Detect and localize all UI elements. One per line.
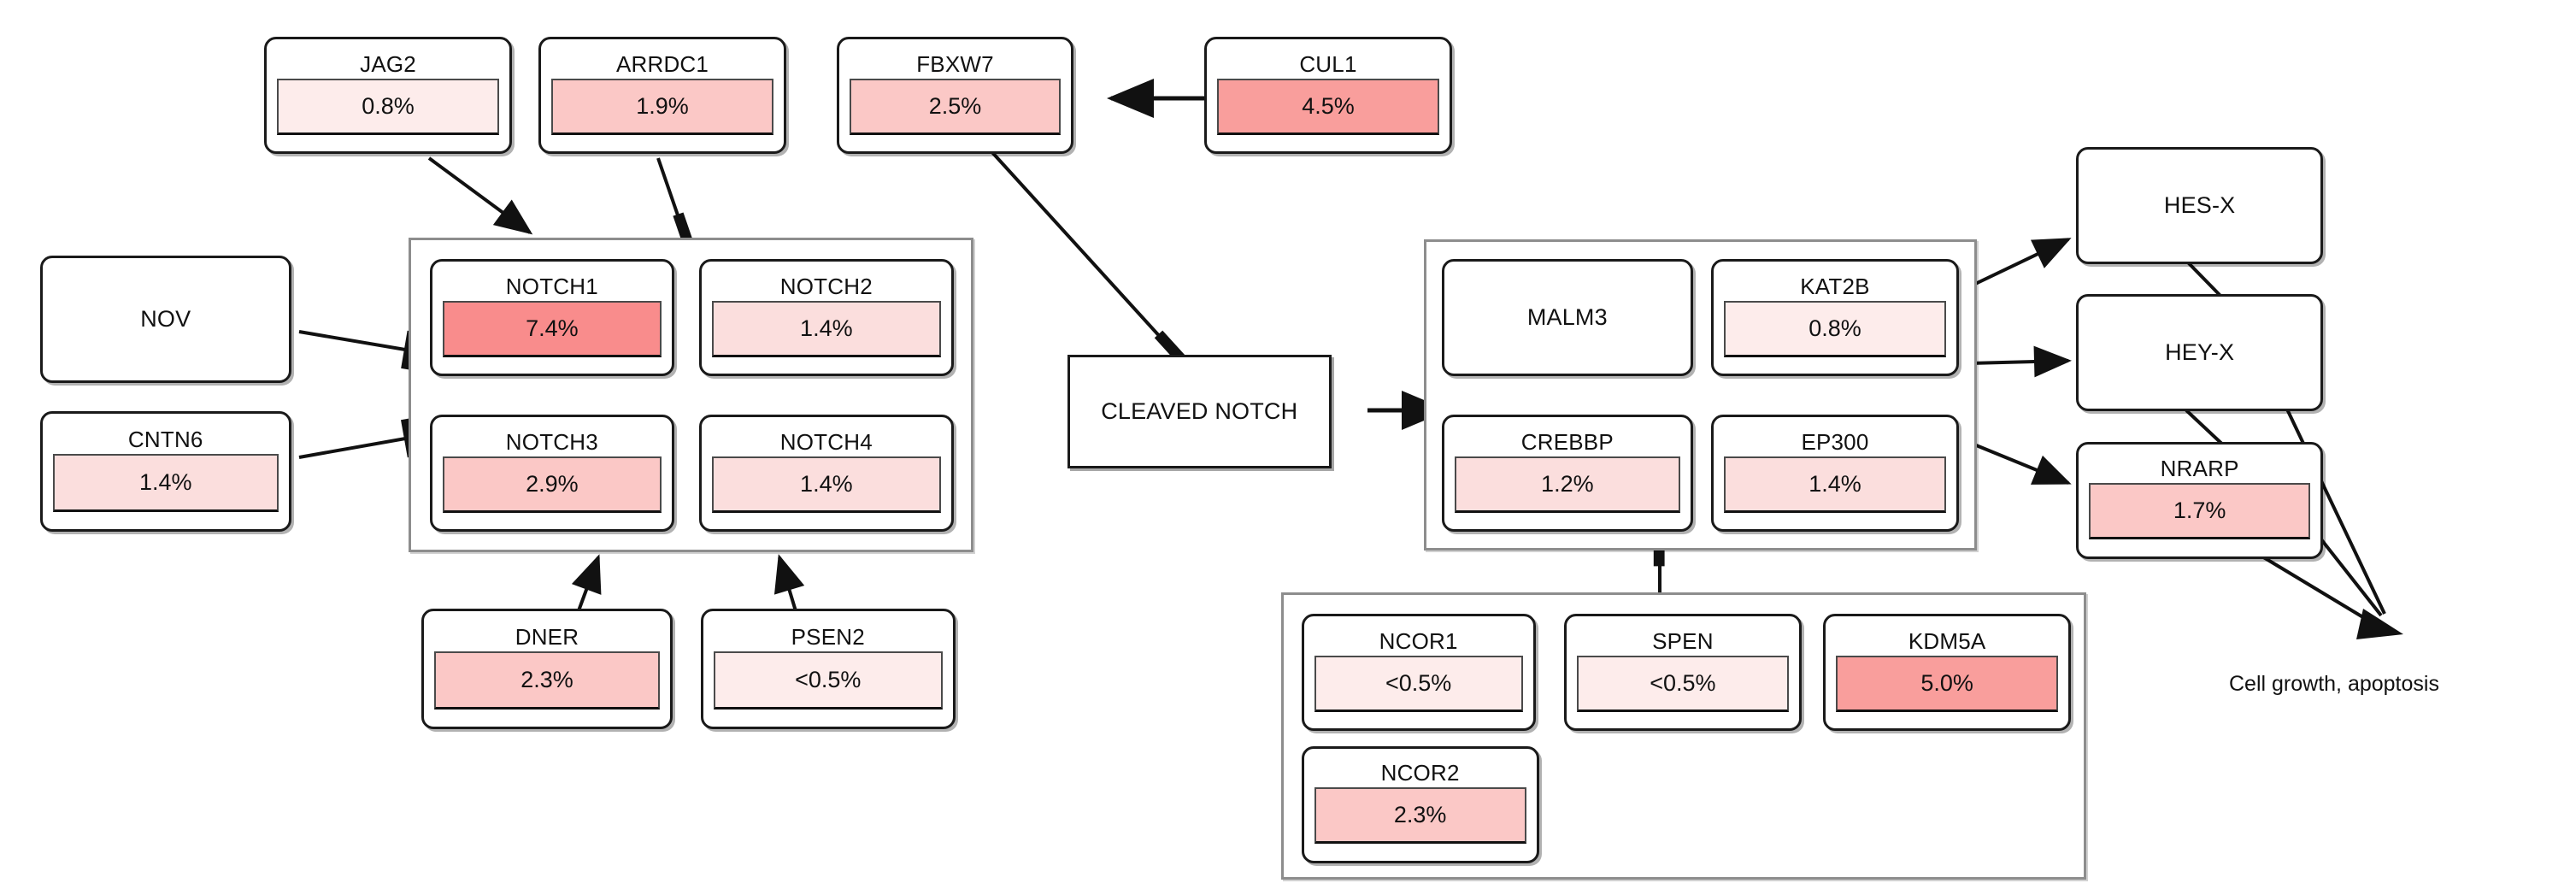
frequency-bar: 2.5% — [849, 78, 1062, 135]
frequency-bar: 2.9% — [442, 456, 662, 513]
node-hesx[interactable]: HES-X — [2075, 147, 2324, 265]
frequency-bar: 1.4% — [712, 300, 941, 357]
frequency-bar: 1.4% — [712, 456, 941, 513]
edge-hesx-heyx — [2185, 259, 2224, 299]
node-spen[interactable]: SPEN<0.5% — [1563, 614, 1802, 732]
frequency-bar: 1.7% — [2088, 483, 2311, 540]
node-heyx[interactable]: HEY-X — [2075, 294, 2324, 412]
frequency-bar: 1.2% — [1455, 456, 1680, 513]
node-label: KDM5A — [1908, 627, 1986, 654]
node-label: CLEAVED NOTCH — [1101, 397, 1298, 424]
edge-fbxw7-cleaved — [988, 148, 1189, 367]
node-label: HEY-X — [2165, 339, 2235, 366]
frequency-bar: 1.4% — [1724, 456, 1946, 513]
node-label: MALM3 — [1526, 304, 1608, 331]
node-label: CUL1 — [1299, 50, 1357, 77]
node-nov[interactable]: NOV — [39, 256, 291, 384]
frequency-bar: 2.3% — [1314, 787, 1526, 845]
frequency-bar: 7.4% — [442, 300, 662, 357]
frequency-bar: 0.8% — [1724, 300, 1946, 357]
node-label: HES-X — [2163, 192, 2236, 219]
node-label: JAG2 — [360, 50, 416, 77]
frequency-bar: <0.5% — [714, 651, 943, 710]
edge-coact-nrarp — [1969, 441, 2072, 485]
node-psen2[interactable]: PSEN2<0.5% — [701, 609, 956, 730]
edge-jag2-notch — [427, 156, 533, 235]
arrowhead-outcome — [2356, 609, 2403, 639]
node-label: CREBBP — [1520, 428, 1614, 455]
frequency-bar: 1.4% — [52, 453, 279, 512]
edge-cntn6-notch — [298, 418, 418, 459]
node-label: SPEN — [1652, 627, 1714, 654]
node-label: NOTCH3 — [505, 428, 598, 455]
node-label: NCOR1 — [1379, 627, 1458, 654]
outcome-label: Cell growth, apoptosis — [2229, 672, 2439, 696]
node-label: ARRDC1 — [615, 50, 709, 77]
frequency-bar: 2.3% — [434, 651, 660, 710]
node-label: CNTN6 — [127, 426, 203, 452]
node-ncor1[interactable]: NCOR1<0.5% — [1301, 614, 1536, 732]
node-label: DNER — [515, 623, 579, 650]
frequency-bar: <0.5% — [1314, 655, 1523, 712]
frequency-bar: 1.9% — [551, 78, 773, 135]
node-label: EP300 — [1801, 428, 1869, 455]
frequency-bar: 0.8% — [277, 78, 499, 135]
frequency-bar: 5.0% — [1836, 655, 2058, 712]
node-cleaved[interactable]: CLEAVED NOTCH — [1067, 354, 1332, 468]
node-label: NCOR2 — [1380, 760, 1460, 786]
node-label: KAT2B — [1800, 273, 1870, 299]
frequency-bar: 4.5% — [1217, 78, 1439, 135]
frequency-bar: <0.5% — [1576, 655, 1789, 712]
node-label: NRARP — [2160, 456, 2239, 482]
edge-arrdc1-notch — [656, 157, 697, 253]
node-label: PSEN2 — [791, 623, 865, 650]
node-label: NOTCH1 — [505, 273, 598, 299]
node-label: NOTCH4 — [779, 428, 873, 455]
node-label: NOV — [140, 306, 191, 333]
node-label: FBXW7 — [916, 50, 994, 77]
edge-coact-heyx — [1969, 345, 2072, 378]
edge-nov-notch — [298, 330, 418, 370]
node-label: NOTCH2 — [779, 273, 873, 299]
node-malm3[interactable]: MALM3 — [1442, 259, 1693, 377]
edge-coact-hesx — [1969, 238, 2072, 288]
